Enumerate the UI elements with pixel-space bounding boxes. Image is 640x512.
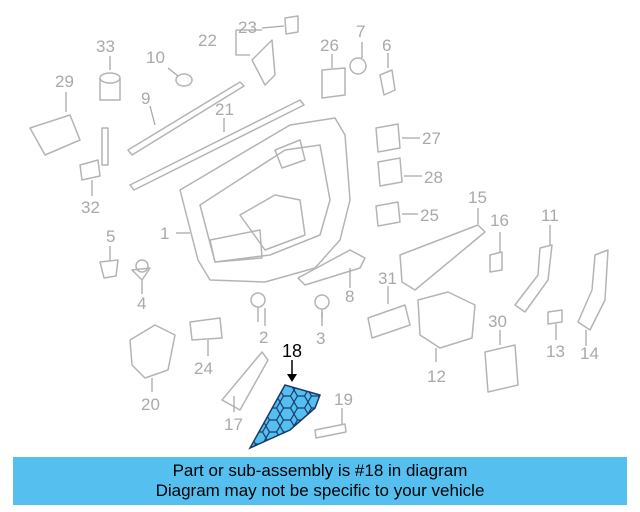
part-8-pull-handle <box>297 249 366 286</box>
callout-25: 25 <box>420 206 439 225</box>
callout-30: 30 <box>488 312 507 331</box>
part-16-switch <box>489 251 503 273</box>
callout-32: 32 <box>81 198 100 217</box>
part-15-switch-panel <box>399 224 486 291</box>
part-5-clip <box>99 259 119 279</box>
part-6-clip <box>379 69 396 96</box>
callout-16: 16 <box>490 211 509 230</box>
part-20-speaker-bracket <box>129 324 176 379</box>
part-29-window-switch <box>29 114 81 156</box>
banner-line-1: Part or sub-assembly is #18 in diagram <box>172 461 468 480</box>
callout-21: 21 <box>215 100 234 119</box>
callout-7: 7 <box>356 22 365 41</box>
part-17-speaker-grille <box>221 351 269 411</box>
callout-33: 33 <box>96 37 115 56</box>
part-30-switch <box>484 344 519 393</box>
part-13-clip <box>547 309 563 325</box>
callout-18-arrowhead <box>287 374 297 382</box>
part-27-switch <box>375 123 401 153</box>
callout-1-group: 1 <box>160 224 190 243</box>
part-9-weatherstrip <box>127 81 245 156</box>
callout-3: 3 <box>316 329 325 348</box>
callout-24: 24 <box>194 359 213 378</box>
callout-11: 11 <box>541 206 559 225</box>
callout-19: 19 <box>334 390 353 409</box>
callout-18: 18 <box>282 341 302 361</box>
part-19-trim-strip <box>314 423 347 439</box>
part-11-trim <box>514 244 553 313</box>
part-1-door-trim-panel <box>179 117 351 283</box>
part-33-socket <box>99 72 121 101</box>
part-22-mirror-cover <box>251 39 276 86</box>
callout-6: 6 <box>382 36 391 55</box>
parts-diagram: 1 2 3 4 5 6 7 8 9 <box>29 15 609 450</box>
part-4-clip <box>131 259 151 281</box>
part-24-speaker <box>189 317 223 341</box>
part-21-belt-molding <box>129 99 305 191</box>
info-banner: Part or sub-assembly is #18 in diagram D… <box>13 457 627 505</box>
part-12-bracket <box>417 291 476 349</box>
callout-13: 13 <box>546 342 565 361</box>
callout-9: 9 <box>141 89 150 108</box>
callout-26: 26 <box>320 36 339 55</box>
callout-14: 14 <box>580 344 599 363</box>
part-14-trim <box>577 249 609 331</box>
part-25-switch <box>375 201 401 227</box>
part-7-clip <box>349 57 367 75</box>
part-10-grommet <box>175 73 193 87</box>
callout-22: 22 <box>198 31 217 50</box>
callout-2: 2 <box>259 328 268 347</box>
callout-28: 28 <box>424 168 443 187</box>
callout-12: 12 <box>427 367 446 386</box>
part-28-switch <box>377 157 403 187</box>
callout-31: 31 <box>378 269 397 288</box>
part-26-switch <box>321 67 346 99</box>
part-32-bracket <box>79 127 109 181</box>
callout-29: 29 <box>55 72 74 91</box>
part-18-speaker-grille <box>248 384 321 450</box>
callout-5: 5 <box>106 227 115 246</box>
callout-17: 17 <box>224 415 243 434</box>
part-31-switch-bezel <box>367 304 411 339</box>
banner-line-2: Diagram may not be specific to your vehi… <box>155 481 485 500</box>
callout-1: 1 <box>160 224 169 243</box>
callout-27: 27 <box>422 129 441 148</box>
callout-23: 23 <box>238 18 257 37</box>
callout-8: 8 <box>345 287 354 306</box>
part-23-clip <box>284 15 299 35</box>
callout-4: 4 <box>137 294 146 313</box>
callout-20: 20 <box>141 395 160 414</box>
callout-15: 15 <box>468 188 487 207</box>
callout-10: 10 <box>146 48 165 67</box>
part-2-screw <box>250 292 266 322</box>
